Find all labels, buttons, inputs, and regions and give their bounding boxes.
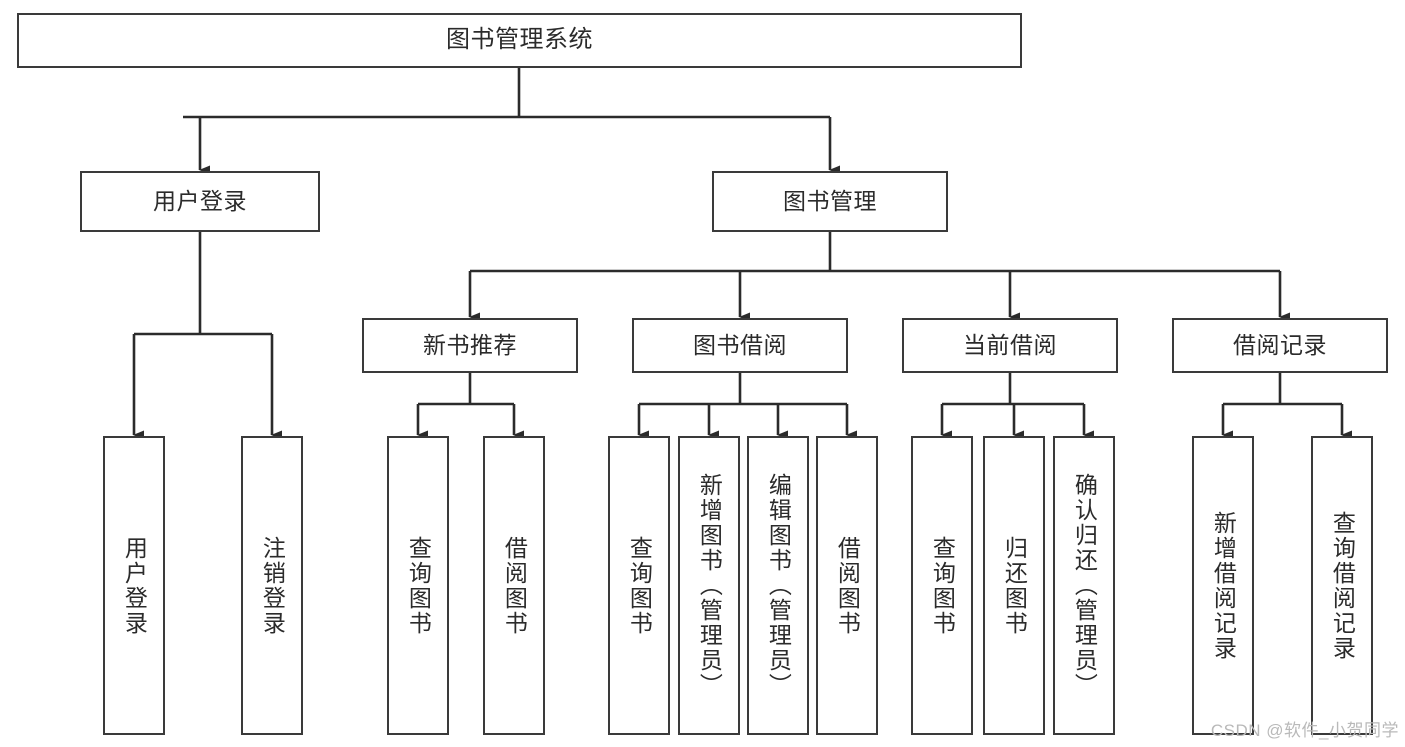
node-label: 确认归还（管理员） xyxy=(1071,473,1098,698)
node-borrow-record[interactable]: 借阅记录 xyxy=(1172,318,1388,373)
node-user-login[interactable]: 用户登录 xyxy=(80,171,320,232)
node-label: 新增借阅记录 xyxy=(1210,510,1237,661)
node-label: 归还图书 xyxy=(1001,535,1028,636)
node-leaf-query-1[interactable]: 查询图书 xyxy=(387,436,449,735)
node-label: 查询图书 xyxy=(626,535,653,636)
node-leaf-logout[interactable]: 注销登录 xyxy=(241,436,303,735)
node-leaf-user-login[interactable]: 用户登录 xyxy=(103,436,165,735)
node-label: 借阅记录 xyxy=(1233,331,1327,358)
node-leaf-query-2[interactable]: 查询图书 xyxy=(608,436,670,735)
node-leaf-add-book[interactable]: 新增图书（管理员） xyxy=(678,436,740,735)
node-label: 注销登录 xyxy=(259,535,286,636)
node-label: 查询借阅记录 xyxy=(1329,510,1356,661)
connector-lines xyxy=(132,68,1352,440)
csdn-watermark: CSDN @软件_小贺同学 xyxy=(1210,721,1399,740)
node-label: 用户登录 xyxy=(153,187,247,214)
node-new-book-rec[interactable]: 新书推荐 xyxy=(362,318,578,373)
node-book-borrow[interactable]: 图书借阅 xyxy=(632,318,848,373)
node-leaf-borrow-2[interactable]: 借阅图书 xyxy=(816,436,878,735)
node-leaf-borrow-1[interactable]: 借阅图书 xyxy=(483,436,545,735)
node-label: 图书管理 xyxy=(783,187,877,214)
node-label: 借阅图书 xyxy=(834,535,861,636)
node-label: 图书借阅 xyxy=(693,331,787,358)
node-leaf-return[interactable]: 归还图书 xyxy=(983,436,1045,735)
node-label: 新增图书（管理员） xyxy=(696,473,723,698)
node-label: 用户登录 xyxy=(121,535,148,636)
node-leaf-confirm[interactable]: 确认归还（管理员） xyxy=(1053,436,1115,735)
node-label: 编辑图书（管理员） xyxy=(765,473,792,698)
node-leaf-query-rec[interactable]: 查询借阅记录 xyxy=(1311,436,1373,735)
node-root[interactable]: 图书管理系统 xyxy=(17,13,1022,68)
node-label: 图书管理系统 xyxy=(446,26,593,54)
node-label: 当前借阅 xyxy=(963,331,1057,358)
node-book-manage[interactable]: 图书管理 xyxy=(712,171,948,232)
node-label: 借阅图书 xyxy=(501,535,528,636)
node-leaf-query-3[interactable]: 查询图书 xyxy=(911,436,973,735)
node-current-borrow[interactable]: 当前借阅 xyxy=(902,318,1118,373)
node-label: 新书推荐 xyxy=(423,331,517,358)
node-leaf-edit-book[interactable]: 编辑图书（管理员） xyxy=(747,436,809,735)
node-label: 查询图书 xyxy=(929,535,956,636)
node-label: 查询图书 xyxy=(405,535,432,636)
node-leaf-add-rec[interactable]: 新增借阅记录 xyxy=(1192,436,1254,735)
